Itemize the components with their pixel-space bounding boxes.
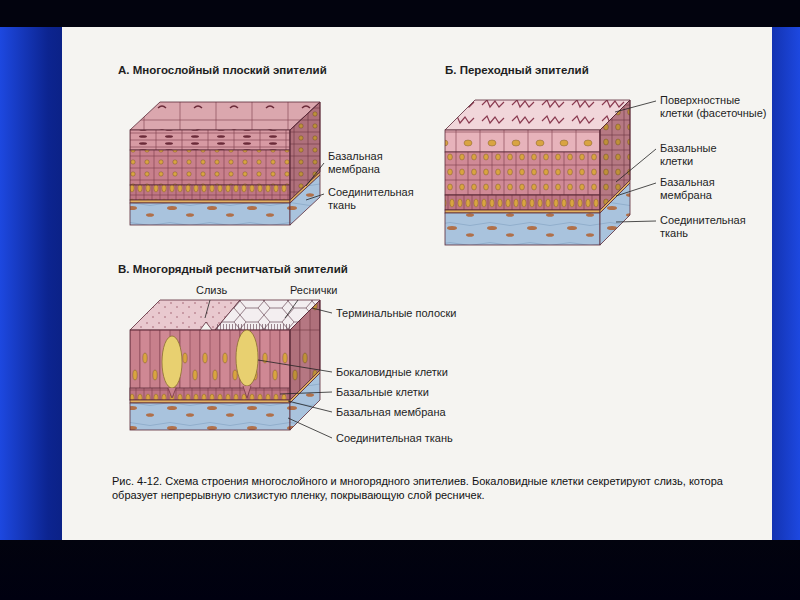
panel-heading: Б. Переходный эпителий bbox=[445, 64, 589, 77]
panel-heading: А. Многослойный плоский эпителий bbox=[118, 64, 327, 77]
part-label: Реснички bbox=[290, 284, 337, 297]
part-label: Базальные клетки bbox=[336, 386, 429, 399]
part-label: Соединительная ткань bbox=[660, 214, 755, 240]
part-label: Поверхностные клетки (фасеточные) bbox=[660, 94, 770, 120]
part-label: Базальная мембрана bbox=[336, 406, 446, 419]
part-label: Бокаловидные клетки bbox=[336, 366, 448, 379]
part-label: Соединительная ткань bbox=[336, 432, 453, 445]
part-label: Базальные клетки bbox=[660, 142, 750, 168]
figure-caption: Рис. 4-12. Схема строения многослойного … bbox=[112, 474, 762, 502]
panel-heading: В. Многорядный реснитчатый эпителий bbox=[118, 263, 348, 276]
part-label: Базальная мембрана bbox=[660, 176, 750, 202]
part-label: Терминальные полоски bbox=[336, 307, 457, 320]
top-band bbox=[0, 0, 800, 27]
bottom-band bbox=[0, 540, 800, 600]
part-label: Соединительная ткань bbox=[328, 186, 423, 212]
part-label: Слизь bbox=[196, 284, 227, 297]
part-label: Базальная мембрана bbox=[328, 150, 408, 176]
